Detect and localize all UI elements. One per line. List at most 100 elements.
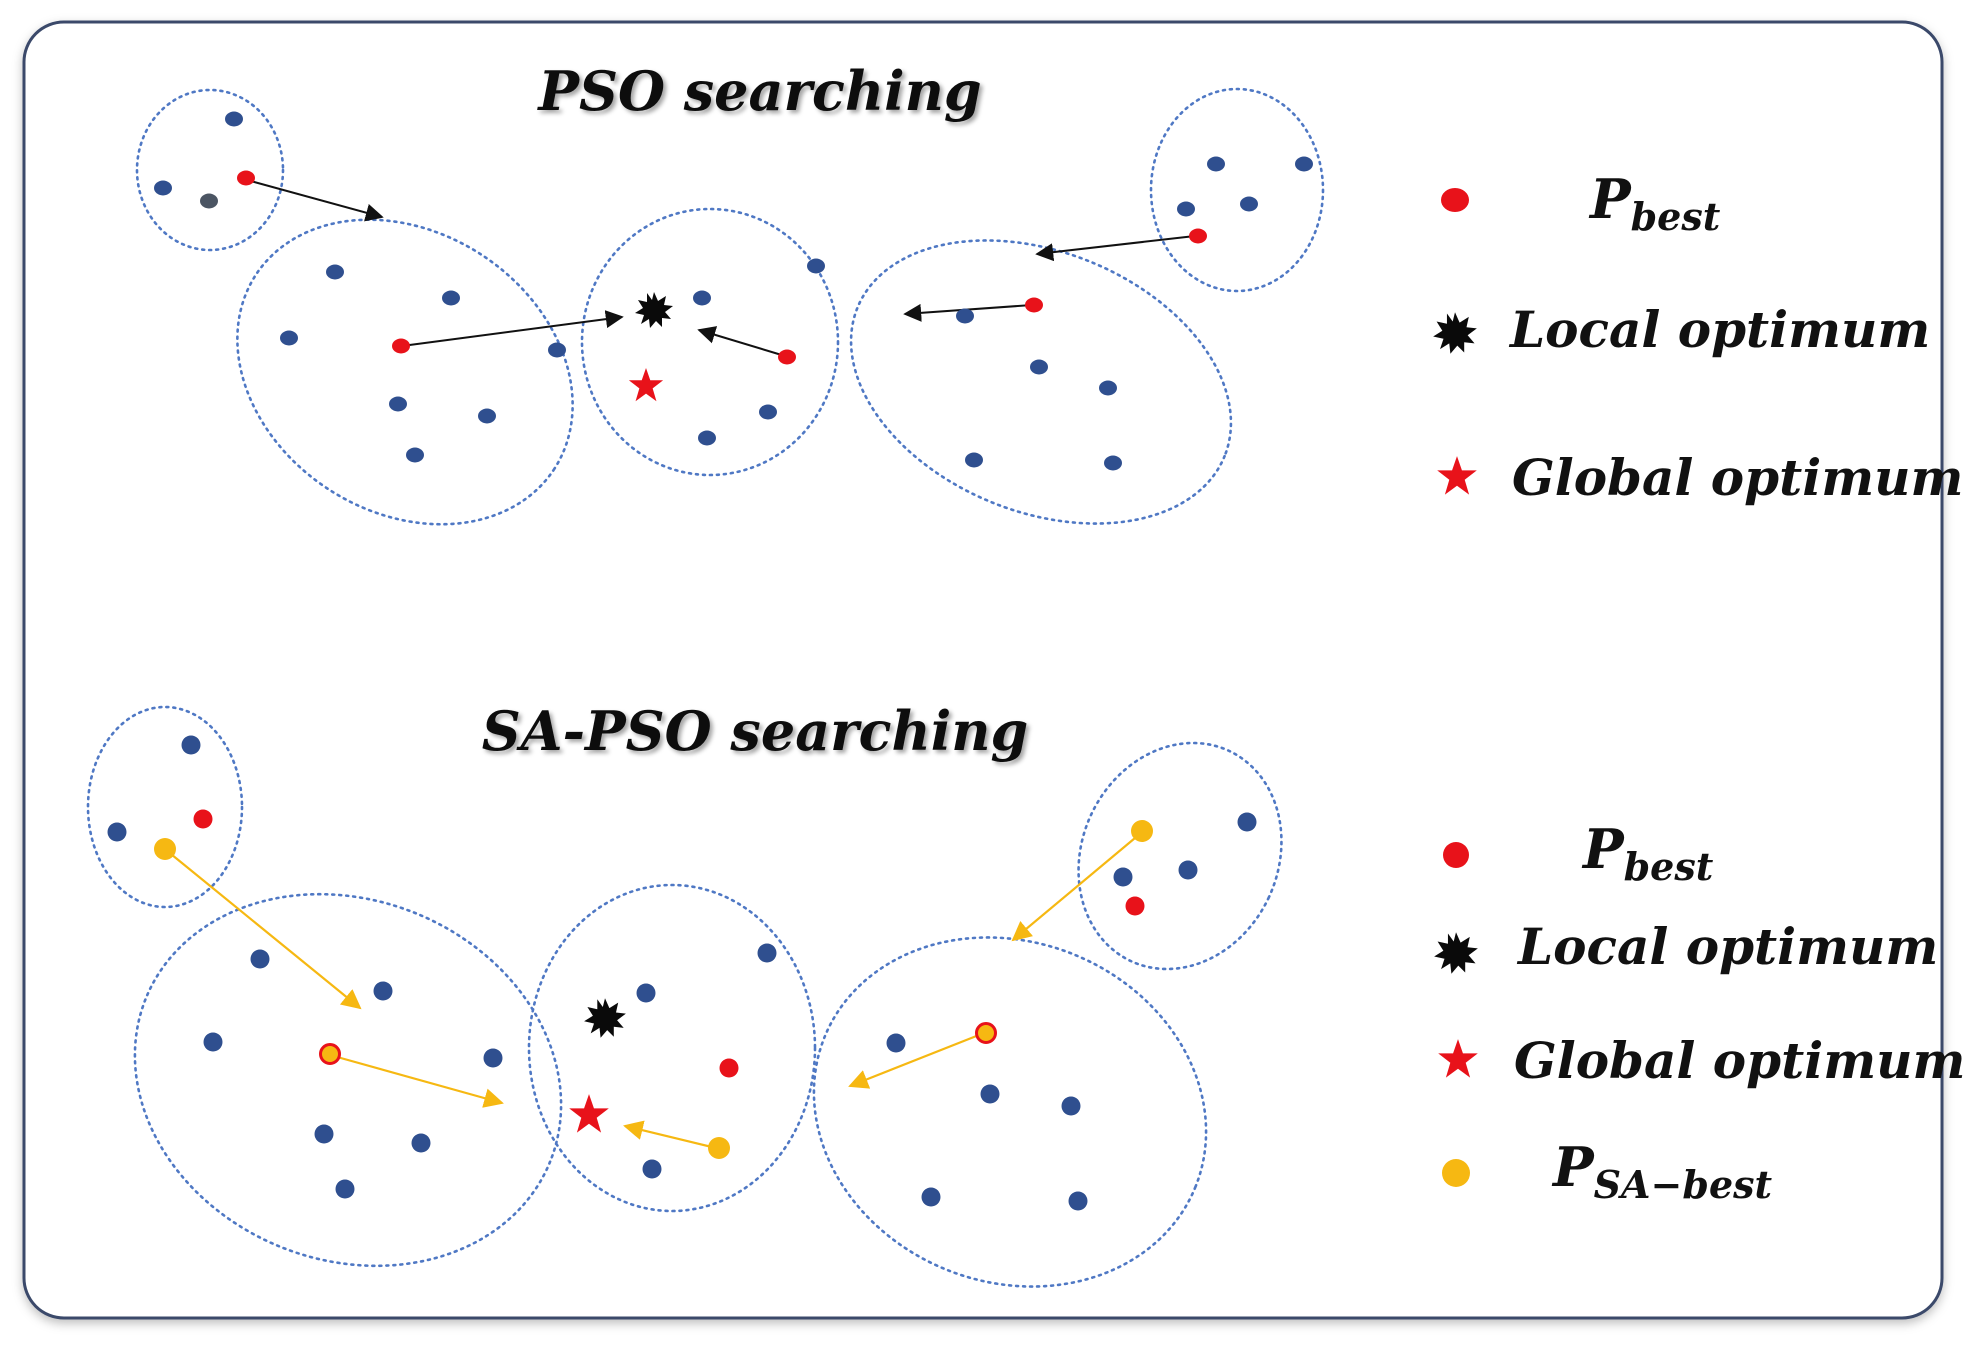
pso-cluster-center [580,207,840,477]
sapso-arrows [165,832,1142,1150]
particle [698,430,716,446]
particle [373,981,393,1001]
particle [1207,156,1225,172]
particle [326,264,344,280]
particle [956,308,974,324]
sapso-cluster-top-right [1077,741,1283,971]
pbest-point [237,170,255,186]
pbest-point [1025,297,1043,313]
pso-arrow [401,310,624,347]
particle [1237,812,1257,832]
particle [154,180,172,196]
particle [335,1179,355,1199]
pbest-point [1189,228,1207,244]
sa-best-pbest-point [975,1022,997,1044]
particle [1178,860,1198,880]
sa-best-pbest-point [319,1043,341,1065]
sapso-panel: SA-PSO searching [86,699,1965,1288]
particle [921,1187,941,1207]
red-dot-icon [1443,842,1469,868]
particle [280,330,298,346]
pbest-point [778,349,796,365]
pbest-point [392,338,410,354]
particle [1099,380,1117,396]
sapso-particles [107,735,1257,1211]
particle [965,452,983,468]
particle [1177,201,1195,217]
particle [1030,359,1048,375]
sapso-title: SA-PSO searching [482,699,1029,763]
pso-panel: PSO searching [135,59,1963,526]
particle [107,822,127,842]
pso-particles [154,111,1313,471]
particle [980,1084,1000,1104]
sapso-cluster-center [527,883,817,1213]
sa-best-point [154,838,176,860]
pbest-point [193,809,213,829]
pso-cluster-left [236,218,574,526]
sapso-clusters [86,705,1283,1288]
sa-arrow [848,1031,985,1089]
pso-cluster-top-right [1149,87,1325,293]
particle [225,111,243,127]
pso-arrow [246,179,384,222]
sa-best-point [708,1137,730,1159]
pso-pbest-points [237,170,1207,365]
pso-cluster-right [849,239,1233,525]
pso-legend: Pbest Local optimum Global optimum [1433,167,1963,507]
sa-arrow [329,1053,504,1108]
pso-clusters [135,87,1325,526]
red-dot-icon [1441,188,1469,212]
sa-arrow [623,1120,717,1150]
particle [203,1032,223,1052]
particle [411,1133,431,1153]
pbest-point [1125,896,1145,916]
particle [181,735,201,755]
particle [1295,156,1313,172]
pso-legend-global: Global optimum [1512,448,1963,507]
pbest-point [719,1058,739,1078]
particle [250,949,270,969]
sapso-legend: Pbest Local optimum Global optimum PSA−b… [1434,817,1965,1207]
particle [642,1159,662,1179]
pso-legend-pbest: Pbest [1588,167,1721,239]
sapso-legend-sa-best: PSA−best [1551,1135,1773,1207]
particle [389,396,407,412]
pso-arrow [697,326,786,357]
sa-arrow [1011,832,1142,942]
particle [548,342,566,358]
particle [1068,1191,1088,1211]
particle [886,1033,906,1053]
pso-cluster-top-left [135,88,285,252]
sa-arrow [165,849,362,1010]
pso-legend-local: Local optimum [1508,300,1930,359]
particle [759,404,777,420]
yellow-dot-icon [1442,1159,1470,1187]
sapso-cluster-left [133,892,563,1268]
sapso-pbest-points [193,809,1145,1078]
particle [1240,196,1258,212]
sapso-legend-global: Global optimum [1514,1031,1965,1090]
sapso-legend-pbest: Pbest [1581,817,1714,889]
particle [636,983,656,1003]
particle [442,290,460,306]
particle [807,258,825,274]
particle [200,193,218,209]
sapso-cluster-top-left [86,705,244,909]
sa-best-point [1131,820,1153,842]
particle [1104,455,1122,471]
particle [314,1124,334,1144]
particle [483,1048,503,1068]
particle [1061,1096,1081,1116]
particle [1113,867,1133,887]
particle [693,290,711,306]
sapso-cluster-right [812,936,1208,1288]
particle [406,447,424,463]
pso-arrow [1035,235,1196,262]
particle [478,408,496,424]
sapso-sa-best-points [154,820,1153,1159]
particle [757,943,777,963]
pso-title: PSO searching [536,59,981,123]
sapso-legend-local: Local optimum [1516,917,1938,976]
